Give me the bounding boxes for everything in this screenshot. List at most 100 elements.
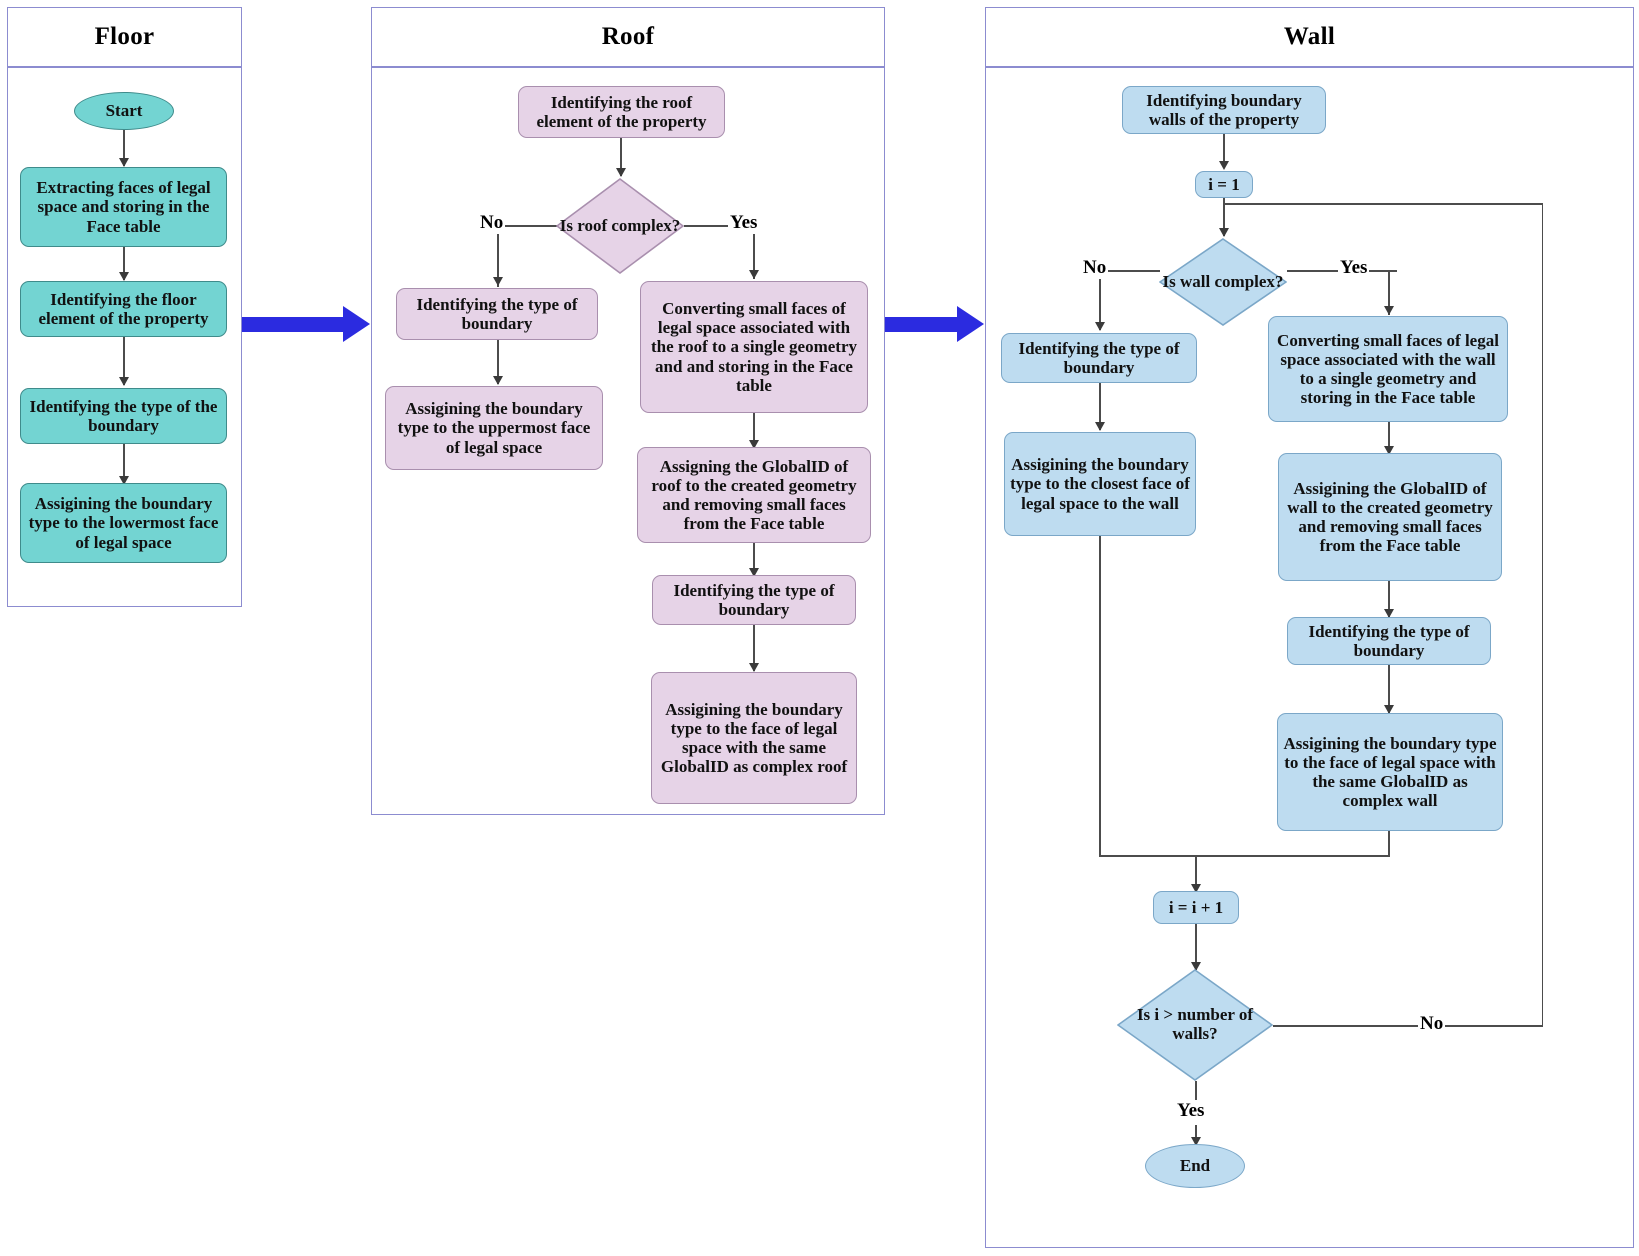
node-wall-assign-complex-label: Assigining the boundary type to the face… bbox=[1283, 733, 1497, 811]
panel-roof-title: Roof bbox=[601, 23, 655, 50]
arrowhead-wall-4 bbox=[1383, 446, 1394, 455]
node-floor-extract-faces-label: Extracting faces of legal space and stor… bbox=[36, 178, 211, 236]
edge-roof-type-assigncomplex bbox=[753, 625, 755, 671]
node-wall-identify-walls: Identifying boundary walls of the proper… bbox=[1122, 86, 1326, 134]
edge-wall-loopback-right bbox=[1541, 203, 1544, 1027]
edge-wall-merge-increment bbox=[1195, 855, 1197, 891]
node-wall-increment: i = i + 1 bbox=[1153, 891, 1239, 924]
wall-loop-diamond-shape bbox=[1117, 969, 1273, 1081]
edge-label-roof-no: No bbox=[478, 212, 506, 234]
edge-label-roof-yes: Yes bbox=[728, 212, 760, 234]
node-floor-identify-element-label: Identifying the floor element of the pro… bbox=[38, 289, 209, 328]
arrowhead-wall-yes bbox=[1383, 306, 1394, 315]
node-wall-end-label: End bbox=[1179, 1156, 1211, 1176]
arrowhead-wall-5 bbox=[1383, 609, 1394, 618]
node-wall-init-label: i = 1 bbox=[1208, 174, 1240, 194]
edge-roof-no-horizontal bbox=[497, 225, 557, 227]
edge-wall-type-assigncomplex bbox=[1388, 665, 1390, 713]
edge-wall-walls-init bbox=[1223, 134, 1225, 166]
arrowhead-wall-1 bbox=[1218, 161, 1229, 170]
arrowhead-wall-6 bbox=[1383, 705, 1394, 714]
arrowhead-roof-4 bbox=[748, 568, 759, 577]
flow-arrow-1-shaft bbox=[242, 317, 343, 332]
node-roof-converting-label: Converting small faces of legal space as… bbox=[651, 299, 857, 395]
edge-wall-loopyes-vertical-b bbox=[1195, 1125, 1197, 1145]
node-wall-assign-complex: Assigining the boundary type to the face… bbox=[1277, 713, 1503, 831]
panel-wall-header: Wall bbox=[986, 8, 1633, 68]
flow-arrow-floor-to-roof bbox=[242, 306, 370, 343]
node-wall-assign-closest-label: Assigining the boundary type to the clos… bbox=[1010, 455, 1190, 513]
arrowhead-floor-2 bbox=[118, 272, 129, 281]
edge-wall-init-decision bbox=[1223, 198, 1225, 236]
flow-arrow-roof-to-wall bbox=[885, 306, 985, 343]
edge-wall-no-horizontal bbox=[1099, 270, 1160, 272]
flow-arrow-1-head bbox=[343, 306, 370, 342]
node-roof-assign-globalid-label: Assigning the GlobalID of roof to the cr… bbox=[651, 456, 857, 534]
node-wall-decision: Is wall complex? bbox=[1159, 238, 1287, 326]
panel-wall-title: Wall bbox=[1283, 23, 1336, 50]
node-wall-converting-label: Converting small faces of legal space as… bbox=[1277, 330, 1499, 408]
arrowhead-floor-1 bbox=[118, 158, 129, 167]
node-roof-identify-element: Identifying the roof element of the prop… bbox=[518, 86, 725, 138]
arrowhead-wall-8 bbox=[1190, 962, 1201, 971]
node-wall-identify-walls-label: Identifying boundary walls of the proper… bbox=[1146, 90, 1302, 129]
arrowhead-roof-no bbox=[492, 277, 503, 286]
node-wall-assign-globalid: Assigining the GlobalID of wall to the c… bbox=[1278, 453, 1502, 581]
node-roof-identify-type-simple: Identifying the type of boundary bbox=[396, 288, 598, 340]
panel-floor-title: Floor bbox=[94, 23, 155, 50]
node-roof-identify-element-label: Identifying the roof element of the prop… bbox=[536, 92, 707, 131]
node-wall-converting: Converting small faces of legal space as… bbox=[1268, 316, 1508, 422]
node-roof-assign-complex-label: Assigining the boundary type to the face… bbox=[660, 699, 848, 777]
node-floor-assign-type: Assigining the boundary type to the lowe… bbox=[20, 483, 227, 563]
arrowhead-roof-3 bbox=[748, 440, 759, 449]
node-wall-loop-decision: Is i > number of walls? bbox=[1117, 969, 1273, 1081]
arrowhead-wall-7 bbox=[1190, 884, 1201, 893]
node-wall-init: i = 1 bbox=[1195, 171, 1253, 198]
arrowhead-wall-no bbox=[1094, 322, 1105, 331]
arrowhead-roof-5 bbox=[748, 663, 759, 672]
edge-label-wall-no: No bbox=[1081, 257, 1109, 279]
flow-arrow-2-shaft bbox=[885, 317, 957, 332]
flow-arrow-2-head bbox=[957, 306, 984, 342]
edge-roof-globalid-type bbox=[753, 543, 755, 576]
edge-label-wall-yes: Yes bbox=[1338, 257, 1370, 279]
node-wall-identify-type-complex: Identifying the type of boundary bbox=[1287, 617, 1491, 665]
edge-roof-no-vertical bbox=[497, 225, 499, 287]
node-wall-assign-closest: Assigining the boundary type to the clos… bbox=[1004, 432, 1196, 536]
edge-roof-yes-vertical bbox=[753, 225, 755, 279]
edge-label-wall-loop-yes: Yes bbox=[1175, 1100, 1207, 1122]
node-roof-assign-uppermost: Assigining the boundary type to the uppe… bbox=[385, 386, 603, 470]
arrowhead-wall-9 bbox=[1190, 1137, 1201, 1146]
node-roof-identify-type-complex-label: Identifying the type of boundary bbox=[673, 580, 835, 619]
node-floor-start-label: Start bbox=[105, 101, 143, 121]
node-roof-assign-uppermost-label: Assigining the boundary type to the uppe… bbox=[397, 399, 591, 457]
node-wall-identify-type-simple: Identifying the type of boundary bbox=[1001, 333, 1197, 383]
node-wall-identify-type-simple-label: Identifying the type of boundary bbox=[1018, 338, 1180, 377]
node-floor-identify-element: Identifying the floor element of the pro… bbox=[20, 281, 227, 337]
node-wall-assign-globalid-label: Assigining the GlobalID of wall to the c… bbox=[1287, 478, 1493, 556]
edge-wall-yes-vertical bbox=[1388, 270, 1390, 315]
edge-wall-no-vertical bbox=[1099, 270, 1101, 330]
node-roof-identify-type-simple-label: Identifying the type of boundary bbox=[416, 294, 578, 333]
panel-floor-header: Floor bbox=[8, 8, 241, 68]
edge-roof-convert-globalid bbox=[753, 413, 755, 448]
arrowhead-roof-yes bbox=[748, 270, 759, 279]
edge-wall-loopyes-vertical-a bbox=[1195, 1081, 1197, 1106]
node-roof-assign-globalid: Assigning the GlobalID of roof to the cr… bbox=[637, 447, 871, 543]
arrowhead-roof-2 bbox=[492, 376, 503, 385]
edge-floor-start-extract bbox=[123, 130, 125, 166]
wall-diamond-shape bbox=[1159, 238, 1287, 326]
edge-floor-type-assign bbox=[123, 444, 125, 484]
edge-roof-yes-horizontal bbox=[684, 225, 754, 227]
edge-wall-globalid-type bbox=[1388, 581, 1390, 617]
edge-wall-closest-merge bbox=[1099, 536, 1101, 855]
node-roof-converting: Converting small faces of legal space as… bbox=[640, 281, 868, 413]
node-roof-identify-type-complex: Identifying the type of boundary bbox=[652, 575, 856, 625]
edge-wall-loopback-top bbox=[1223, 203, 1543, 205]
node-wall-identify-type-complex-label: Identifying the type of boundary bbox=[1308, 621, 1470, 660]
edge-wall-increment-loopdecision bbox=[1195, 924, 1197, 970]
arrowhead-floor-4 bbox=[118, 476, 129, 485]
node-floor-identify-type: Identifying the type of the boundary bbox=[20, 388, 227, 444]
edge-roof-element-decision bbox=[620, 138, 622, 176]
